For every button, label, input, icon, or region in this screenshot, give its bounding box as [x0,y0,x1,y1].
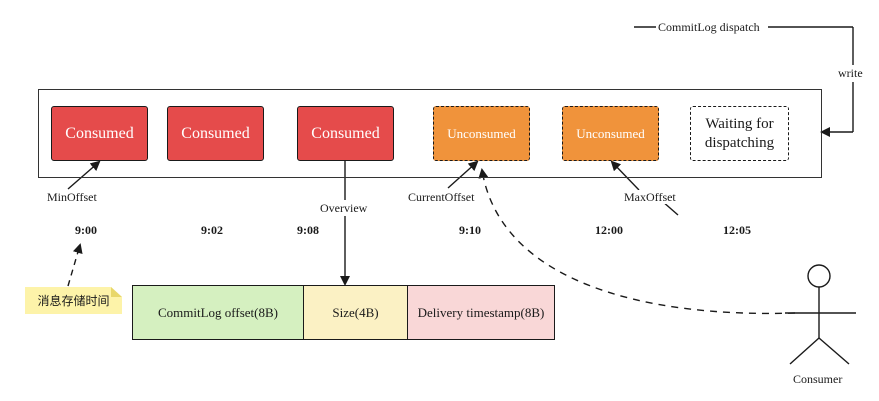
consumer-label: Consumer [793,372,843,386]
delivery-timestamp-label: Delivery timestamp(8B) [417,304,545,320]
queue-item-consumed: Consumed [51,106,148,161]
store-time-label: 9:02 [201,223,223,237]
consumer-figure-icon [785,264,856,365]
dispatch-arrow [634,26,854,137]
queue-item-label: Waiting for dispatching [704,115,775,151]
max-offset-label: MaxOffset [624,190,676,204]
queue-item-label: Unconsumed [447,125,516,141]
write-label: write [838,66,863,80]
queue-item-unconsumed: Unconsumed [562,106,659,161]
current-offset-label: CurrentOffset [408,190,475,204]
consumer-fetch-arrow [478,168,796,315]
commitlog-offset-field: CommitLog offset(8B) [132,285,304,340]
queue-item-consumed: Consumed [297,106,394,161]
size-label: Size(4B) [332,304,379,320]
commitlog-dispatch-label: CommitLog dispatch [658,20,760,34]
store-time-label: 12:05 [723,223,751,237]
queue-item-label: Consumed [311,124,380,142]
current-offset-arrow [447,160,479,189]
queue-item-unconsumed: Unconsumed [433,106,530,161]
queue-item-consumed: Consumed [167,106,264,161]
store-time-note: 消息存储时间 [25,287,122,314]
queue-item-label: Unconsumed [576,125,645,141]
queue-item-label: Consumed [65,124,134,142]
consume-queue-container [38,89,822,178]
commitlog-offset-label: CommitLog offset(8B) [157,304,278,320]
store-time-label: 9:08 [297,223,319,237]
delivery-timestamp-field: Delivery timestamp(8B) [407,285,555,340]
note-shape-icon [25,287,122,314]
min-offset-label: MinOffset [47,190,97,204]
queue-item-waiting: Waiting for dispatching [690,106,789,161]
queue-item-label: Consumed [181,124,250,142]
store-time-arrow [67,243,83,287]
store-time-note-text: 消息存储时间 [37,294,110,308]
overview-label: Overview [320,201,368,215]
size-field: Size(4B) [303,285,408,340]
store-time-label: 9:00 [75,223,97,237]
min-offset-arrow [67,160,101,190]
store-time-label: 12:00 [595,223,623,237]
store-time-label: 9:10 [459,223,481,237]
